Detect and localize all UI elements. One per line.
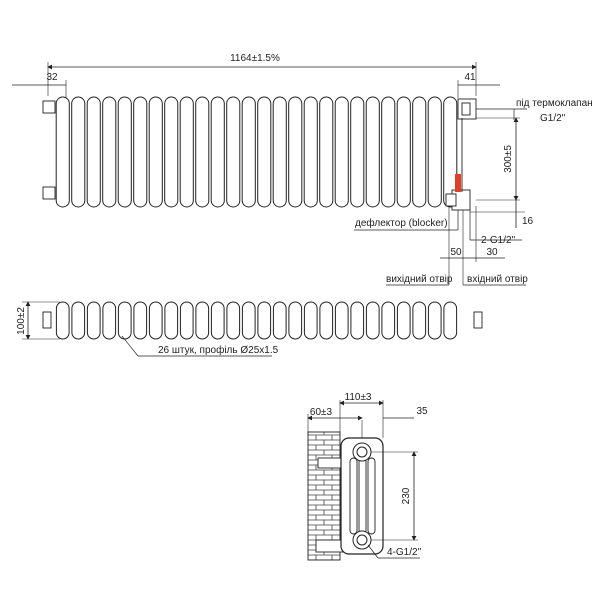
top-section	[148, 301, 163, 340]
top-section	[350, 301, 365, 340]
front-section	[117, 96, 132, 208]
front-section	[86, 96, 101, 208]
front-section	[179, 96, 194, 208]
top-section	[117, 301, 132, 340]
top-section	[319, 301, 334, 340]
front-section	[443, 96, 458, 208]
dim-30-label: 30	[486, 247, 498, 258]
top-view: 100±2 26 штук, профіль Ø25x1.5	[16, 301, 483, 357]
top-section	[334, 301, 349, 340]
inlet-label: вхідний отвір	[467, 274, 528, 285]
top-section	[133, 301, 148, 340]
top-section	[412, 301, 427, 340]
thermovalve-thread-label: G1/2"	[540, 113, 566, 124]
front-section	[55, 96, 70, 208]
sections-leader	[121, 335, 139, 357]
front-section	[226, 96, 241, 208]
top-section	[86, 301, 101, 340]
side-connections-label: 4-G1/2"	[387, 547, 422, 558]
left-bottom-plug	[42, 186, 56, 200]
top-section	[55, 301, 70, 340]
top-section	[241, 301, 256, 340]
right-top-valve	[461, 102, 471, 116]
top-section	[288, 301, 303, 340]
top-section	[164, 301, 179, 340]
front-view: 1164±1.5% 32 41 під термоклапан G1/2" 30…	[12, 53, 593, 286]
front-section	[241, 96, 256, 208]
left-top-plug	[42, 100, 56, 114]
top-left-plug	[42, 311, 52, 329]
deflector-label: дефлектор (blocker)	[355, 217, 448, 229]
top-section	[210, 301, 225, 340]
thermovalve-label: під термоклапан	[516, 98, 593, 109]
front-section	[303, 96, 318, 208]
top-section	[427, 301, 442, 340]
top-section	[71, 301, 86, 340]
front-section	[257, 96, 272, 208]
top-section	[272, 301, 287, 340]
top-connection-inner	[356, 446, 368, 458]
dim-50-label: 50	[450, 247, 462, 258]
top-section	[102, 301, 117, 340]
side-tube-3	[367, 457, 376, 535]
top-section	[303, 301, 318, 340]
top-offset-label: 35	[416, 406, 428, 417]
side-tube-1	[349, 457, 358, 535]
connections-label: 2-G1/2"	[481, 235, 516, 246]
side-view: 60±3 110±3 35 230 4-G1/2"	[307, 392, 428, 561]
axis-distance-label: 230	[401, 487, 412, 504]
front-section	[319, 96, 334, 208]
side-tube-2	[358, 457, 367, 535]
top-section	[443, 301, 458, 340]
front-section	[71, 96, 86, 208]
right-bottom-connection-2	[445, 193, 457, 207]
front-section	[396, 96, 411, 208]
top-section	[257, 301, 272, 340]
front-section	[210, 96, 225, 208]
front-section	[148, 96, 163, 208]
brick-wall	[307, 431, 341, 561]
side-connections-leader	[367, 544, 379, 559]
top-sections	[55, 301, 458, 340]
deflector-blocker	[455, 174, 461, 192]
front-section	[427, 96, 442, 208]
front-section	[334, 96, 349, 208]
front-section	[133, 96, 148, 208]
front-section	[365, 96, 380, 208]
front-section	[350, 96, 365, 208]
left-offset-label: 32	[46, 72, 58, 83]
overall-length-label: 1164±1.5%	[230, 53, 280, 64]
front-section	[381, 96, 396, 208]
outlet-label: вихідний отвір	[386, 274, 453, 285]
top-section	[396, 301, 411, 340]
top-section	[381, 301, 396, 340]
height-label: 300±5	[503, 145, 514, 173]
wall-offset-label: 60±3	[310, 407, 333, 418]
front-section	[288, 96, 303, 208]
top-section	[226, 301, 241, 340]
depth-label: 100±2	[16, 307, 27, 335]
front-section	[412, 96, 427, 208]
bottom-connection-inner	[356, 534, 368, 546]
width-label: 110±3	[345, 392, 372, 403]
top-section	[365, 301, 380, 340]
bottom-offset-label: 16	[522, 216, 534, 227]
front-section	[272, 96, 287, 208]
front-section	[195, 96, 210, 208]
top-section	[195, 301, 210, 340]
right-offset-label: 41	[464, 72, 476, 83]
front-section	[164, 96, 179, 208]
front-section	[102, 96, 117, 208]
sections-label: 26 штук, профіль Ø25x1.5	[158, 344, 279, 356]
top-right-plug	[473, 311, 483, 329]
top-section	[179, 301, 194, 340]
front-sections	[55, 96, 458, 208]
